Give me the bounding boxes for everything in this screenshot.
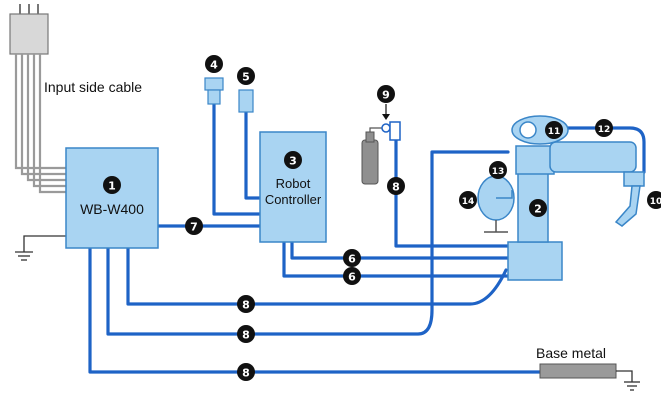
svg-text:11: 11 xyxy=(548,127,561,137)
marker-5: 5 xyxy=(237,67,255,85)
svg-text:9: 9 xyxy=(382,89,390,102)
svg-text:8: 8 xyxy=(242,299,250,312)
marker-8-b: 8 xyxy=(237,325,255,343)
ground-icon xyxy=(15,235,66,261)
robot-wrist xyxy=(623,171,645,187)
svg-text:14: 14 xyxy=(462,197,475,207)
robot-upper-arm xyxy=(549,141,637,173)
marker-12: 12 xyxy=(595,119,613,137)
welder-box xyxy=(65,147,159,249)
connector-5 xyxy=(238,89,254,113)
marker-2: 2 xyxy=(529,199,547,217)
regulator xyxy=(389,121,401,141)
svg-text:13: 13 xyxy=(492,167,505,177)
marker-8-gas: 8 xyxy=(387,177,405,195)
welder-label: WB-W400 xyxy=(80,201,144,217)
controller-label-line2: Controller xyxy=(265,192,322,207)
input-side-cable xyxy=(9,4,66,194)
power-plug xyxy=(9,13,49,55)
svg-text:7: 7 xyxy=(190,221,198,234)
svg-text:10: 10 xyxy=(650,197,661,207)
marker-14: 14 xyxy=(459,191,477,209)
controller-label-line1: Robot xyxy=(276,176,311,191)
marker-13: 13 xyxy=(489,161,507,179)
marker-1: 1 xyxy=(103,176,121,194)
marker-3: 3 xyxy=(284,151,302,169)
cable-8-a xyxy=(126,246,508,306)
svg-text:4: 4 xyxy=(210,59,218,72)
robot-base xyxy=(507,241,563,281)
base-ground-icon xyxy=(616,370,640,391)
svg-text:12: 12 xyxy=(598,125,611,135)
svg-text:8: 8 xyxy=(242,329,250,342)
svg-text:1: 1 xyxy=(108,180,116,193)
cable-5 xyxy=(244,110,262,200)
input-cable-label: Input side cable xyxy=(44,79,142,95)
cable-8-gas xyxy=(394,138,510,248)
marker-9: 9 xyxy=(377,85,395,103)
marker-6-lower: 6 xyxy=(343,267,361,285)
connector-4 xyxy=(204,77,224,105)
wire-spool xyxy=(477,175,515,233)
svg-text:6: 6 xyxy=(348,253,356,266)
svg-text:8: 8 xyxy=(242,367,250,380)
cable-8-c xyxy=(88,246,542,374)
marker-6-upper: 6 xyxy=(343,249,361,267)
marker-11: 11 xyxy=(545,121,563,139)
base-metal-label: Base metal xyxy=(536,345,606,361)
cable-6-upper xyxy=(290,240,510,260)
cable-8-b xyxy=(106,150,510,336)
cable-4 xyxy=(212,102,262,216)
marker-7: 7 xyxy=(185,217,203,235)
marker-8-a: 8 xyxy=(237,295,255,313)
svg-text:8: 8 xyxy=(392,181,400,194)
svg-text:2: 2 xyxy=(534,203,542,216)
blue-cables xyxy=(88,102,646,374)
svg-text:3: 3 xyxy=(289,155,297,168)
marker-10: 10 xyxy=(647,191,661,209)
marker-4: 4 xyxy=(205,55,223,73)
welding-torch xyxy=(614,185,641,227)
svg-text:5: 5 xyxy=(242,71,250,84)
marker-8-c: 8 xyxy=(237,363,255,381)
svg-text:6: 6 xyxy=(348,271,356,284)
cable-12 xyxy=(558,126,646,174)
robot-arm xyxy=(507,115,645,281)
gas-cylinder xyxy=(361,104,401,185)
robot-shoulder xyxy=(515,145,555,175)
base-metal xyxy=(539,363,617,379)
robot-controller-box xyxy=(259,131,327,243)
